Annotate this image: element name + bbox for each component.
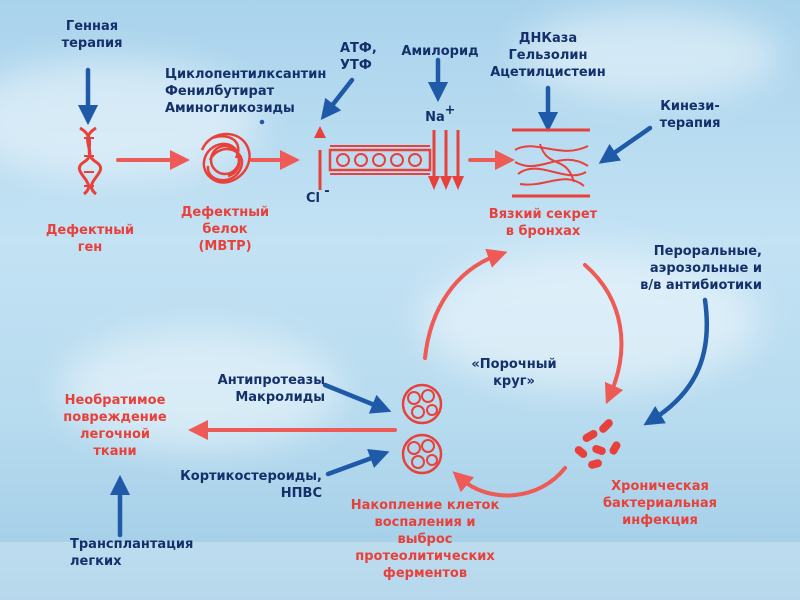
background-cloud	[520, 10, 780, 100]
label-dnase: ДНКаза Гельзолин Ацетилцистеин	[490, 31, 606, 80]
label-chronic-infection: Хроническая бактериальная инфекция	[602, 479, 718, 528]
label-amiloride: Амилорид	[401, 44, 479, 59]
label-corticosteroids: Кортикостероиды, НПВС	[180, 469, 322, 501]
dna-helix-icon	[77, 126, 103, 196]
arrow-antibiotics	[643, 297, 710, 426]
arrow-atp-utp	[320, 77, 355, 120]
inflammatory-cell-icon	[401, 383, 443, 425]
label-cl-charge: -	[324, 184, 330, 199]
label-vicious-circle: «Порочный круг»	[471, 357, 557, 389]
label-viscous-secretion: Вязкий секрет в бронхах	[488, 207, 598, 239]
inflammatory-cell-icon	[401, 433, 443, 475]
label-inflammation: Накопление клеток воспаления и выброс пр…	[350, 498, 500, 581]
label-defective-gene: Дефектный ген	[45, 223, 135, 255]
label-antibiotics: Пероральные, аэрозольные и в/в антибиоти…	[640, 244, 762, 293]
label-drugs-top: Циклопентилксантин Фенилбутират Аминогли…	[165, 67, 327, 116]
arrow-infection-to-inflammation	[452, 466, 567, 498]
label-na-ion: Na	[425, 110, 445, 125]
intervention-arrows	[77, 57, 710, 538]
pathway-arrows	[116, 150, 624, 498]
label-na-charge: +	[444, 103, 456, 118]
label-gene-therapy: Генная терапия	[61, 19, 123, 51]
bottom-strip	[0, 542, 800, 600]
arrow-secretion-to-infection	[583, 263, 624, 405]
tangled-protein-icon	[200, 132, 251, 184]
label-atp-utp: АТФ, УТФ	[340, 41, 377, 73]
mucus-strands-icon	[512, 128, 590, 198]
arrow-kinesitherapy	[598, 125, 653, 164]
background-cloud	[420, 250, 760, 390]
label-lung-transplant: Трансплантация легких	[70, 537, 194, 569]
arrow-corticosteroids	[325, 448, 390, 477]
label-cl-ion: Cl	[306, 191, 320, 206]
arrow-antiproteases	[322, 382, 392, 414]
label-irreversible-damage: Необратимое повреждение легочной ткани	[63, 393, 167, 459]
label-defective-protein: Дефектный белок (МВТР)	[180, 205, 270, 254]
label-kinesitherapy: Кинези- терапия	[659, 99, 721, 131]
label-antiproteases: Антипротеазы Макролиды	[217, 373, 325, 405]
bacteria-icon	[574, 419, 621, 469]
arrow-inflammation-to-secretion	[423, 248, 508, 360]
cell-membrane-channel-icon	[314, 126, 464, 190]
